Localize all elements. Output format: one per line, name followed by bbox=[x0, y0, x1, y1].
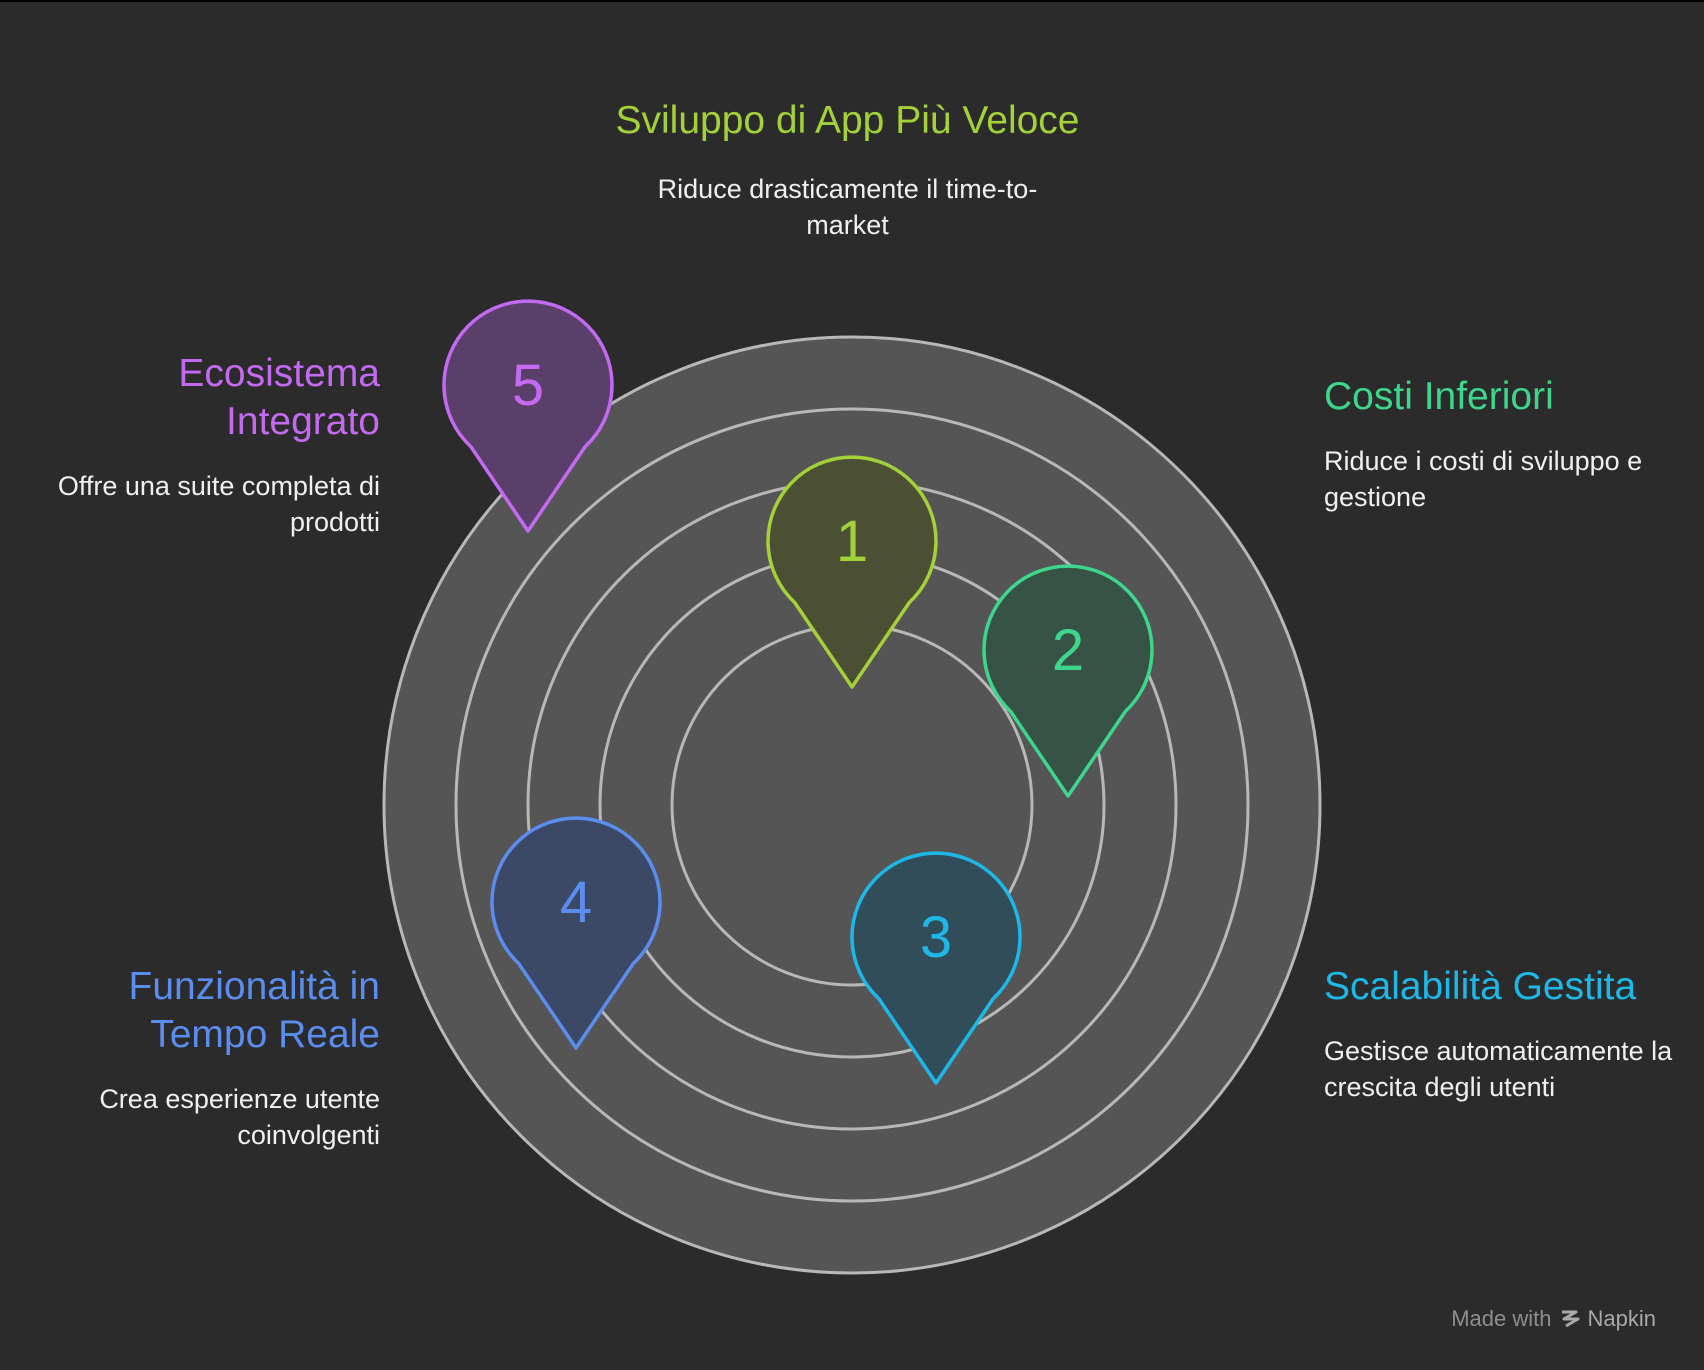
credit-brand: Napkin bbox=[1587, 1306, 1656, 1331]
credit-prefix: Made with bbox=[1451, 1306, 1552, 1331]
item-1-block: Sviluppo di App Più Veloce Riduce drasti… bbox=[600, 97, 1095, 243]
item-5-description: Offre una suite completa di prodotti bbox=[57, 471, 380, 537]
pin-5-number: 5 bbox=[512, 353, 544, 418]
location-pins: 1 2 3 4 5 bbox=[442, 299, 1154, 1085]
pin-2-marker-icon bbox=[982, 564, 1154, 798]
pin-3-number: 3 bbox=[920, 905, 952, 970]
item-3-title: Scalabilità Gestita bbox=[1324, 965, 1637, 1008]
item-4-block: Funzionalità in Tempo Reale Crea esperie… bbox=[40, 963, 380, 1153]
item-5-block: Ecosistema Integrato Offre una suite com… bbox=[40, 350, 380, 540]
item-3-description: Gestisce automaticamente la crescita deg… bbox=[1324, 1036, 1673, 1102]
pin-4-marker-icon bbox=[490, 816, 662, 1050]
pin-3-marker-icon bbox=[850, 851, 1022, 1085]
pin-2-number: 2 bbox=[1052, 618, 1084, 683]
item-1-description: Riduce drasticamente il time-to-market bbox=[657, 174, 1038, 240]
item-4-title: Funzionalità in Tempo Reale bbox=[128, 965, 380, 1056]
item-2-title: Costi Inferiori bbox=[1324, 375, 1554, 418]
item-4-description: Crea esperienze utente coinvolgenti bbox=[99, 1084, 380, 1150]
pin-4-number: 4 bbox=[560, 870, 592, 935]
item-5-title: Ecosistema Integrato bbox=[178, 352, 380, 443]
pin-5-marker-icon bbox=[442, 299, 614, 533]
item-2-description: Riduce i costi di sviluppo e gestione bbox=[1324, 446, 1643, 512]
item-3-block: Scalabilità Gestita Gestisce automaticam… bbox=[1324, 963, 1694, 1105]
pin-1-number: 1 bbox=[836, 509, 868, 574]
item-1-title: Sviluppo di App Più Veloce bbox=[615, 99, 1080, 142]
pin-1-marker-icon bbox=[766, 455, 938, 689]
napkin-logo-icon bbox=[1561, 1310, 1580, 1328]
top-border bbox=[0, 0, 1704, 2]
made-with-credit[interactable]: Made with Napkin bbox=[1451, 1306, 1656, 1332]
item-2-block: Costi Inferiori Riduce i costi di svilup… bbox=[1324, 373, 1684, 515]
